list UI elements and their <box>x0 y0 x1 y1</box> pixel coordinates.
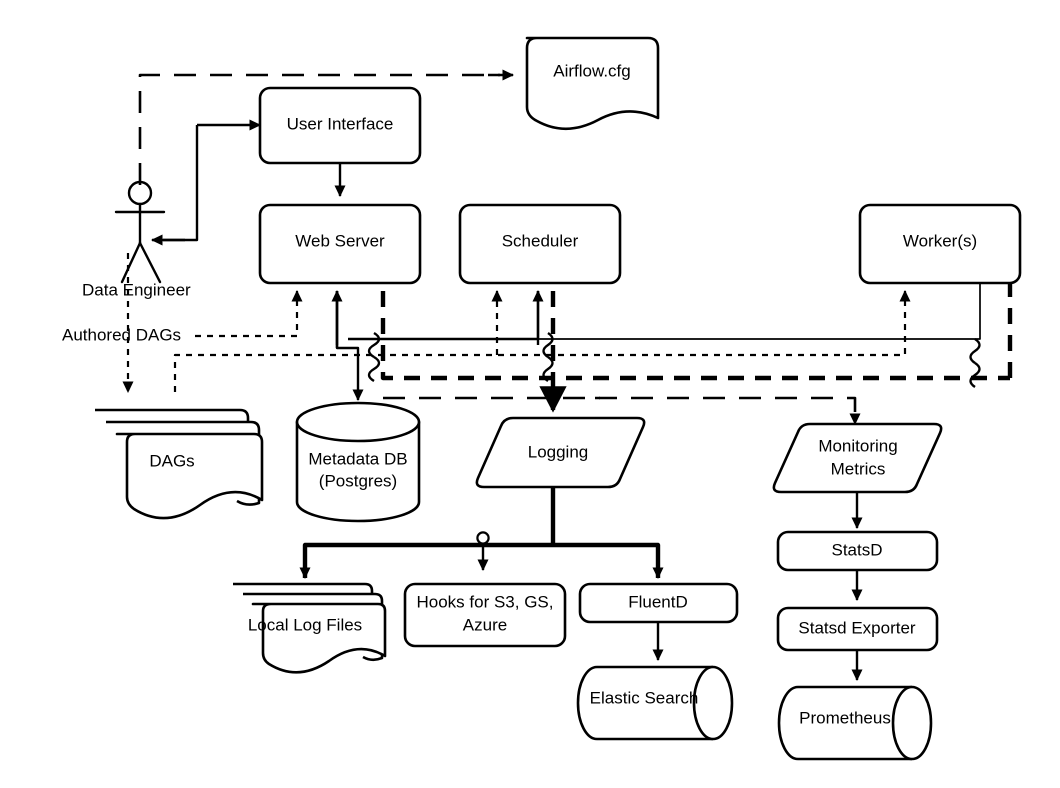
node-scheduler[interactable]: Scheduler <box>458 203 622 285</box>
statsd-label: StatsD <box>831 540 882 559</box>
monitoring-metrics-label-2: Metrics <box>831 459 886 478</box>
node-data-engineer[interactable]: Data Engineer <box>82 180 191 299</box>
edge-webserver-metadatadb <box>335 291 364 401</box>
statsd-exporter-label: Statsd Exporter <box>798 618 916 637</box>
node-statsd[interactable]: StatsD <box>776 530 939 572</box>
node-web-server[interactable]: Web Server <box>258 203 422 285</box>
edge-dags-to-scheduler-workers <box>173 290 911 392</box>
web-server-label: Web Server <box>295 231 385 250</box>
node-logging[interactable]: Logging <box>475 416 646 489</box>
elastic-search-label: Elastic Search <box>590 688 699 707</box>
scheduler-label: Scheduler <box>502 231 579 250</box>
edge-dags-to-webserver <box>195 290 303 338</box>
metadata-db-label-2: (Postgres) <box>319 471 397 490</box>
node-prometheus[interactable]: Prometheus <box>777 685 933 761</box>
user-interface-label: User Interface <box>287 114 394 133</box>
prometheus-label: Prometheus <box>799 708 891 727</box>
node-metadata-db[interactable]: Metadata DB (Postgres) <box>295 401 421 523</box>
edge-workers-to-monitoring <box>383 396 861 425</box>
hooks-label-1: Hooks for S3, GS, <box>417 592 554 611</box>
node-monitoring-metrics[interactable]: Monitoring Metrics <box>772 422 943 494</box>
node-hooks[interactable]: Hooks for S3, GS, Azure <box>403 582 567 648</box>
node-statsd-exporter[interactable]: Statsd Exporter <box>776 606 939 652</box>
metadata-db-label-1: Metadata DB <box>308 449 407 468</box>
node-dags[interactable]: DAGs <box>95 408 264 520</box>
node-fluentd[interactable]: FluentD <box>578 582 739 624</box>
local-log-files-label: Local Log Files <box>248 615 362 634</box>
fluentd-label: FluentD <box>628 592 688 611</box>
monitoring-metrics-label-1: Monitoring <box>818 436 897 455</box>
line-hop-decorations <box>367 331 981 388</box>
edge-webserver-to-userinterface <box>163 119 261 242</box>
edge-logging-children <box>299 487 664 579</box>
authored-dags-label: Authored DAGs <box>62 325 181 344</box>
logging-label: Logging <box>528 442 589 461</box>
workers-label: Worker(s) <box>903 231 977 250</box>
node-authored-dags-label: Authored DAGs <box>62 325 181 344</box>
data-engineer-label: Data Engineer <box>82 280 191 299</box>
node-elastic-search[interactable]: Elastic Search <box>576 665 734 741</box>
edge-horizontal-solid-lane <box>348 283 981 340</box>
node-local-log-files[interactable]: Local Log Files <box>233 582 387 674</box>
airflow-cfg-label: Airflow.cfg <box>553 61 630 80</box>
node-workers[interactable]: Worker(s) <box>858 203 1022 285</box>
dags-label: DAGs <box>149 451 194 470</box>
edge-metadatadb-to-scheduler <box>348 290 544 345</box>
node-user-interface[interactable]: User Interface <box>258 86 422 165</box>
edge-logging-lane <box>380 283 1013 413</box>
edge-engineer-to-airflowcfg <box>138 69 514 185</box>
node-airflow-cfg[interactable]: Airflow.cfg <box>525 36 660 131</box>
hooks-label-2: Azure <box>463 615 507 634</box>
